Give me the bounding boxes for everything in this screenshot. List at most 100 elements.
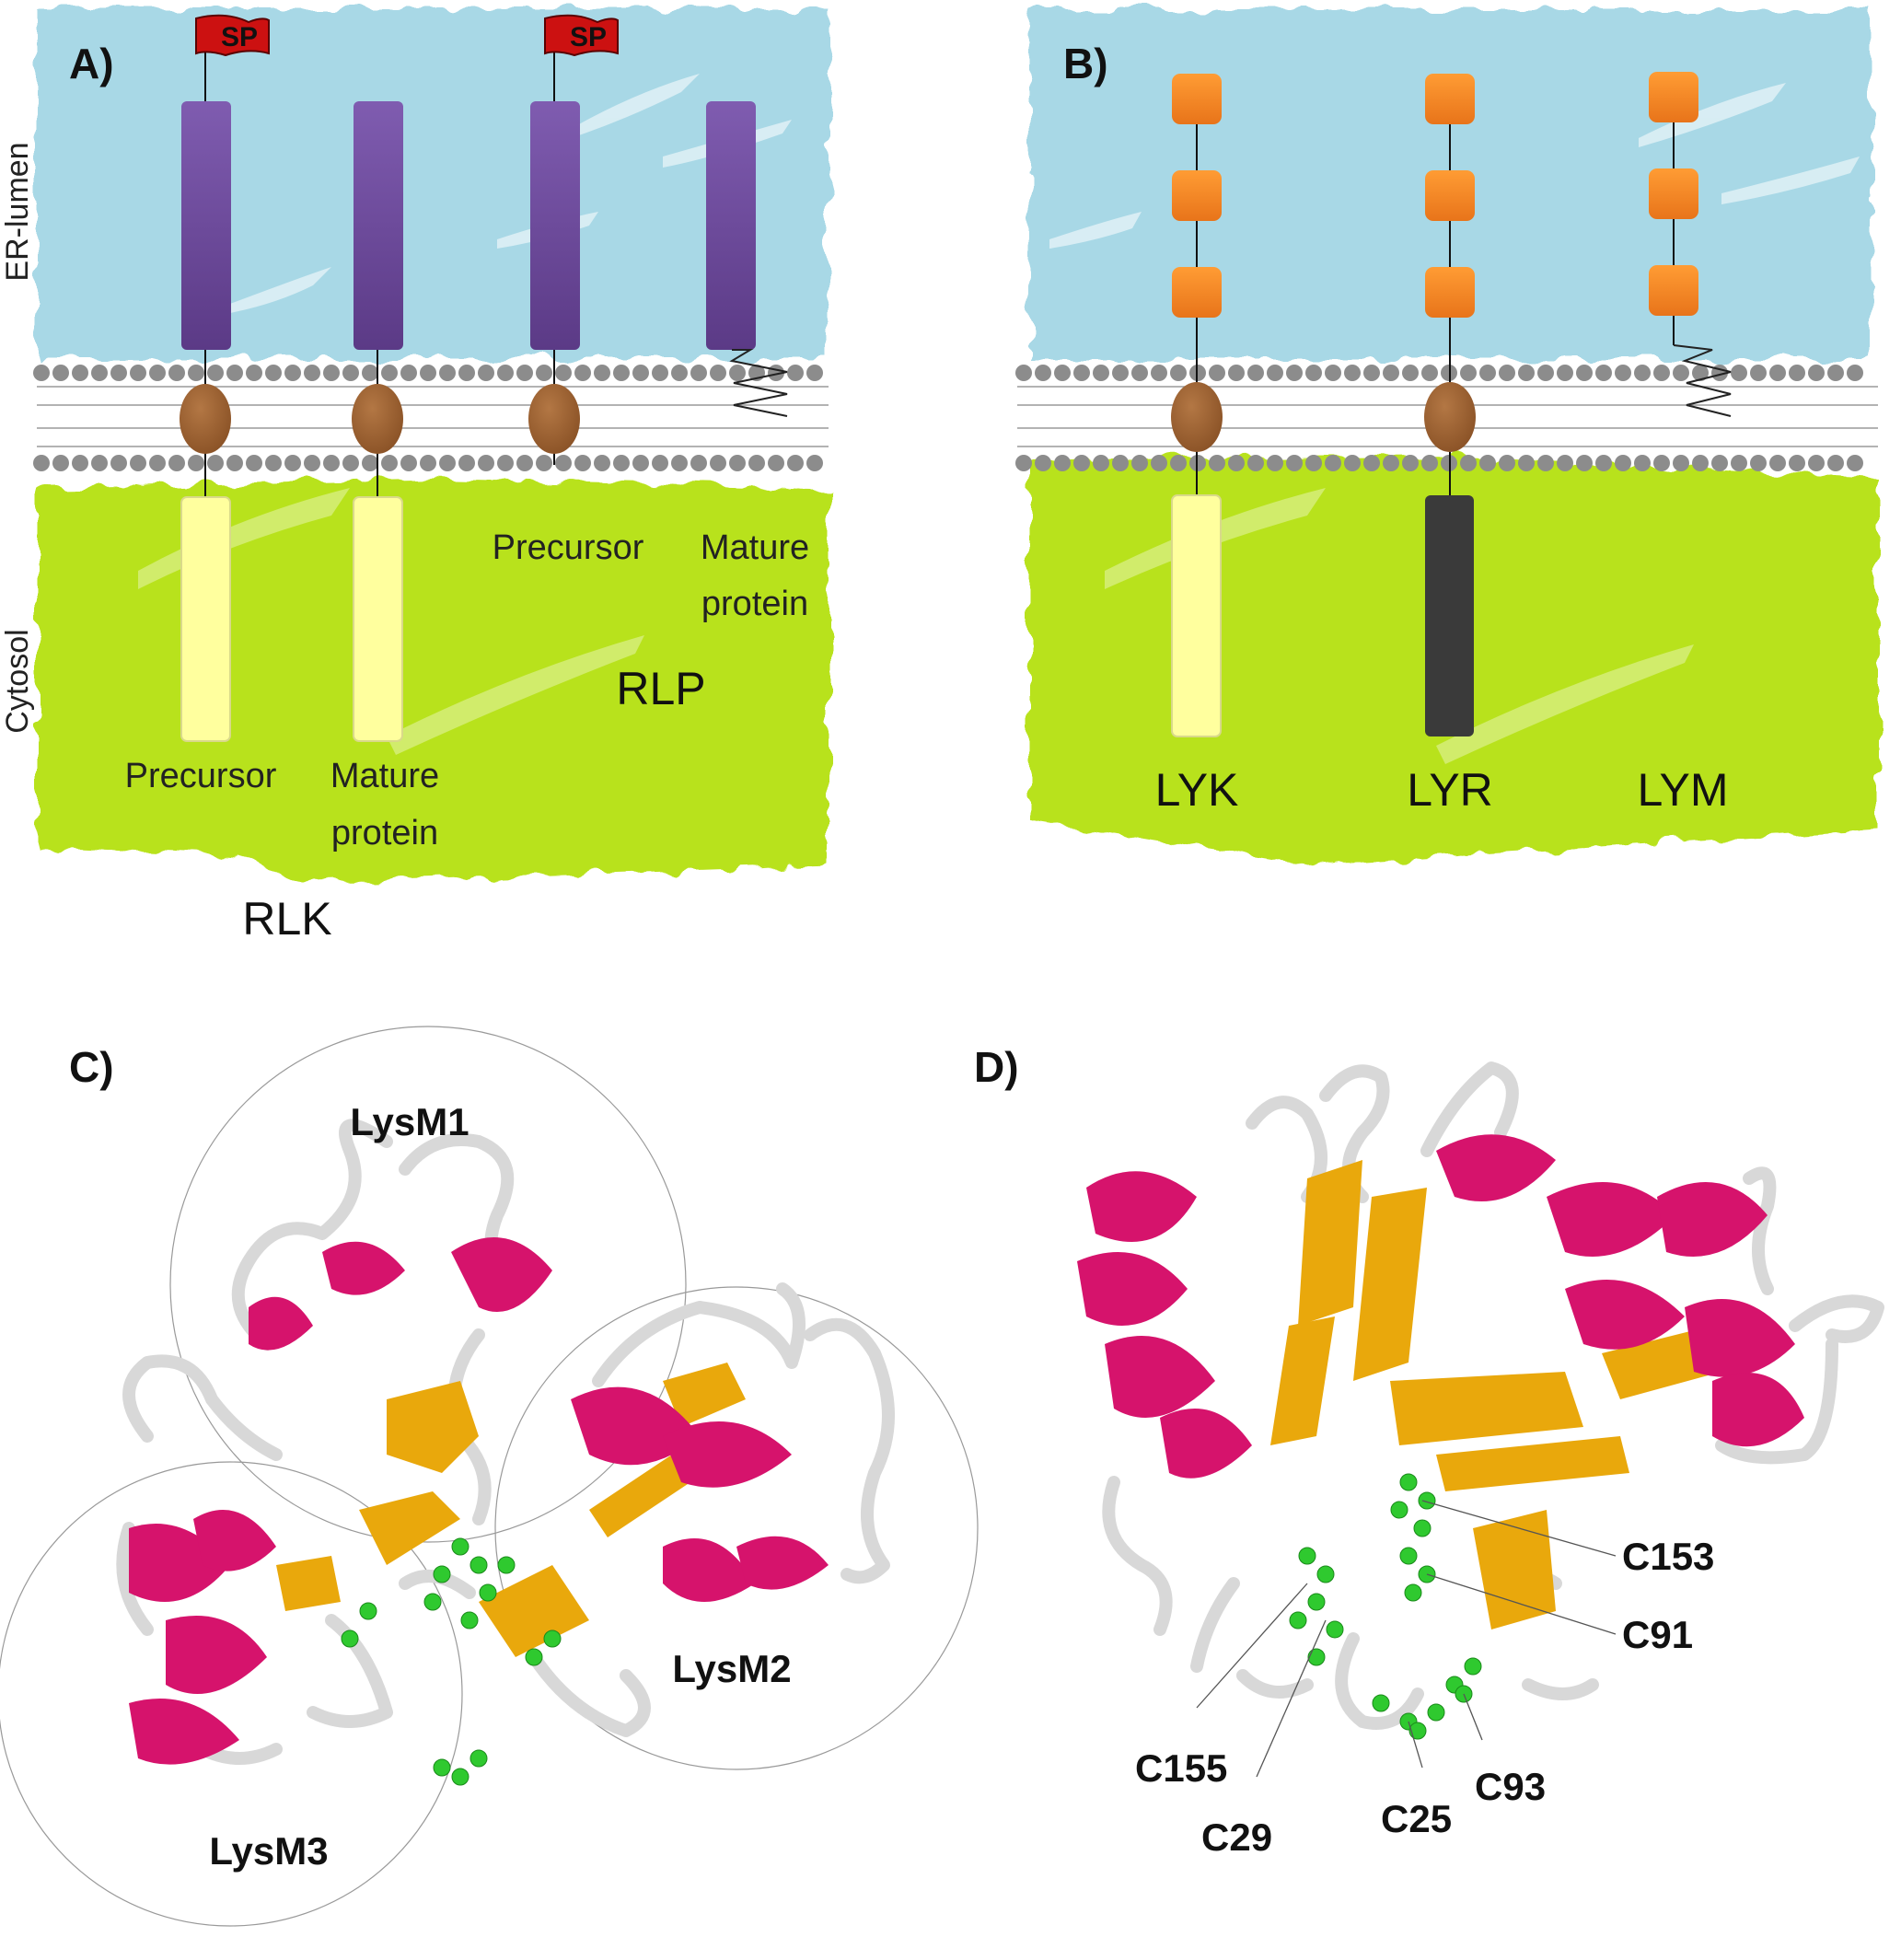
lipid-head bbox=[226, 365, 243, 381]
lipid-head bbox=[1518, 365, 1535, 381]
lipid-head bbox=[690, 365, 707, 381]
lipid-head bbox=[420, 455, 436, 471]
lipid-head bbox=[1073, 365, 1090, 381]
gpi-anchor bbox=[729, 349, 788, 417]
lipid-head bbox=[1460, 455, 1477, 471]
lipid-head bbox=[1267, 365, 1283, 381]
lyr-label: LYR bbox=[1407, 764, 1493, 816]
lipid-head bbox=[1383, 365, 1399, 381]
lipid-head bbox=[1305, 455, 1322, 471]
lipid-head bbox=[265, 455, 282, 471]
lipid-head bbox=[420, 365, 436, 381]
panel-a-letter: A) bbox=[69, 40, 114, 87]
lysm1-boundary bbox=[169, 1026, 687, 1543]
lipid-head bbox=[1228, 365, 1245, 381]
lipid-head bbox=[1286, 455, 1303, 471]
lipid-head bbox=[1131, 455, 1148, 471]
lipid-head bbox=[1170, 455, 1187, 471]
beta-strand bbox=[276, 1363, 746, 1657]
lipid-head bbox=[1827, 365, 1844, 381]
lysm2-label: LysM2 bbox=[672, 1647, 791, 1690]
lysm-module bbox=[1172, 170, 1222, 221]
ectodomain bbox=[354, 101, 403, 350]
lipid-head bbox=[1151, 455, 1167, 471]
er-lumen-label: ER-lumen bbox=[0, 142, 35, 281]
signal-peptide-label: SP bbox=[221, 22, 258, 52]
transmembrane-domain bbox=[1171, 382, 1223, 452]
lipid-head bbox=[1769, 365, 1786, 381]
lipid-head bbox=[710, 455, 726, 471]
lipid-head bbox=[768, 455, 784, 471]
lipid-head bbox=[1325, 365, 1341, 381]
lipid-head bbox=[130, 455, 146, 471]
lysm-module bbox=[1425, 170, 1475, 221]
gpi-anchor bbox=[1673, 344, 1732, 417]
lipid-head bbox=[1093, 455, 1109, 471]
coil bbox=[116, 1119, 895, 1765]
lysm-module bbox=[1172, 267, 1222, 318]
lipid-head bbox=[207, 455, 224, 471]
lipid-head bbox=[652, 365, 668, 381]
lipid-head bbox=[574, 365, 591, 381]
lipid-head bbox=[110, 365, 127, 381]
lipid-head bbox=[362, 455, 378, 471]
residue-label-c93: C93 bbox=[1475, 1765, 1546, 1808]
lipid-head bbox=[1421, 365, 1438, 381]
rlk-group-label: RLK bbox=[242, 893, 331, 945]
ectodomain bbox=[530, 101, 580, 350]
lipid-head bbox=[1673, 455, 1689, 471]
membrane-a bbox=[33, 365, 829, 471]
residue-label-c25: C25 bbox=[1381, 1797, 1452, 1840]
panel-c: C) bbox=[0, 1026, 979, 1927]
lipid-head bbox=[806, 455, 823, 471]
lipid-head bbox=[91, 365, 108, 381]
lipid-head bbox=[400, 365, 417, 381]
lipid-head bbox=[323, 455, 340, 471]
lipid-head bbox=[1344, 365, 1361, 381]
lipid-head bbox=[1634, 455, 1651, 471]
lipid-head bbox=[304, 365, 320, 381]
lipid-head bbox=[72, 455, 88, 471]
panel-d-letter: D) bbox=[974, 1043, 1019, 1091]
lipid-head bbox=[1537, 455, 1554, 471]
lipid-head bbox=[1363, 455, 1380, 471]
lipid-head bbox=[478, 455, 494, 471]
protein-structure-c bbox=[116, 1119, 895, 1786]
lipid-head bbox=[33, 365, 50, 381]
lipid-head bbox=[342, 365, 359, 381]
lipid-head bbox=[1267, 455, 1283, 471]
residue-label-c153: C153 bbox=[1622, 1535, 1714, 1578]
residue-label-c29: C29 bbox=[1201, 1815, 1272, 1859]
lipid-head bbox=[1615, 365, 1631, 381]
lipid-head bbox=[1015, 365, 1032, 381]
lipid-head bbox=[1750, 455, 1767, 471]
lipid-head bbox=[1015, 455, 1032, 471]
rlp-mature-label-line2: protein bbox=[701, 585, 808, 623]
lipid-head bbox=[110, 455, 127, 471]
lipid-head bbox=[1673, 365, 1689, 381]
lipid-head bbox=[1054, 455, 1071, 471]
lipid-head bbox=[594, 365, 610, 381]
lipid-head bbox=[1247, 365, 1264, 381]
rlk-precursor: SP bbox=[180, 14, 270, 742]
lipid-head bbox=[1537, 365, 1554, 381]
lipid-head bbox=[806, 365, 823, 381]
lipid-head bbox=[1035, 365, 1051, 381]
lipid-head bbox=[632, 455, 649, 471]
lym-label: LYM bbox=[1637, 764, 1728, 816]
rlk-precursor-label: Precursor bbox=[125, 757, 277, 795]
lipid-head bbox=[1460, 365, 1477, 381]
transmembrane-domain bbox=[1424, 382, 1476, 452]
lipid-head bbox=[1421, 455, 1438, 471]
lipid-head bbox=[787, 455, 804, 471]
lipid-head bbox=[226, 455, 243, 471]
signal-peptide-label: SP bbox=[570, 22, 607, 52]
lysm-module bbox=[1649, 72, 1698, 122]
signal-peptide-flag: SP bbox=[544, 14, 619, 57]
lipid-head bbox=[207, 365, 224, 381]
ectodomain bbox=[181, 101, 231, 350]
lysm-module bbox=[1425, 267, 1475, 318]
lipid-head bbox=[671, 455, 688, 471]
lipid-head bbox=[1847, 455, 1863, 471]
